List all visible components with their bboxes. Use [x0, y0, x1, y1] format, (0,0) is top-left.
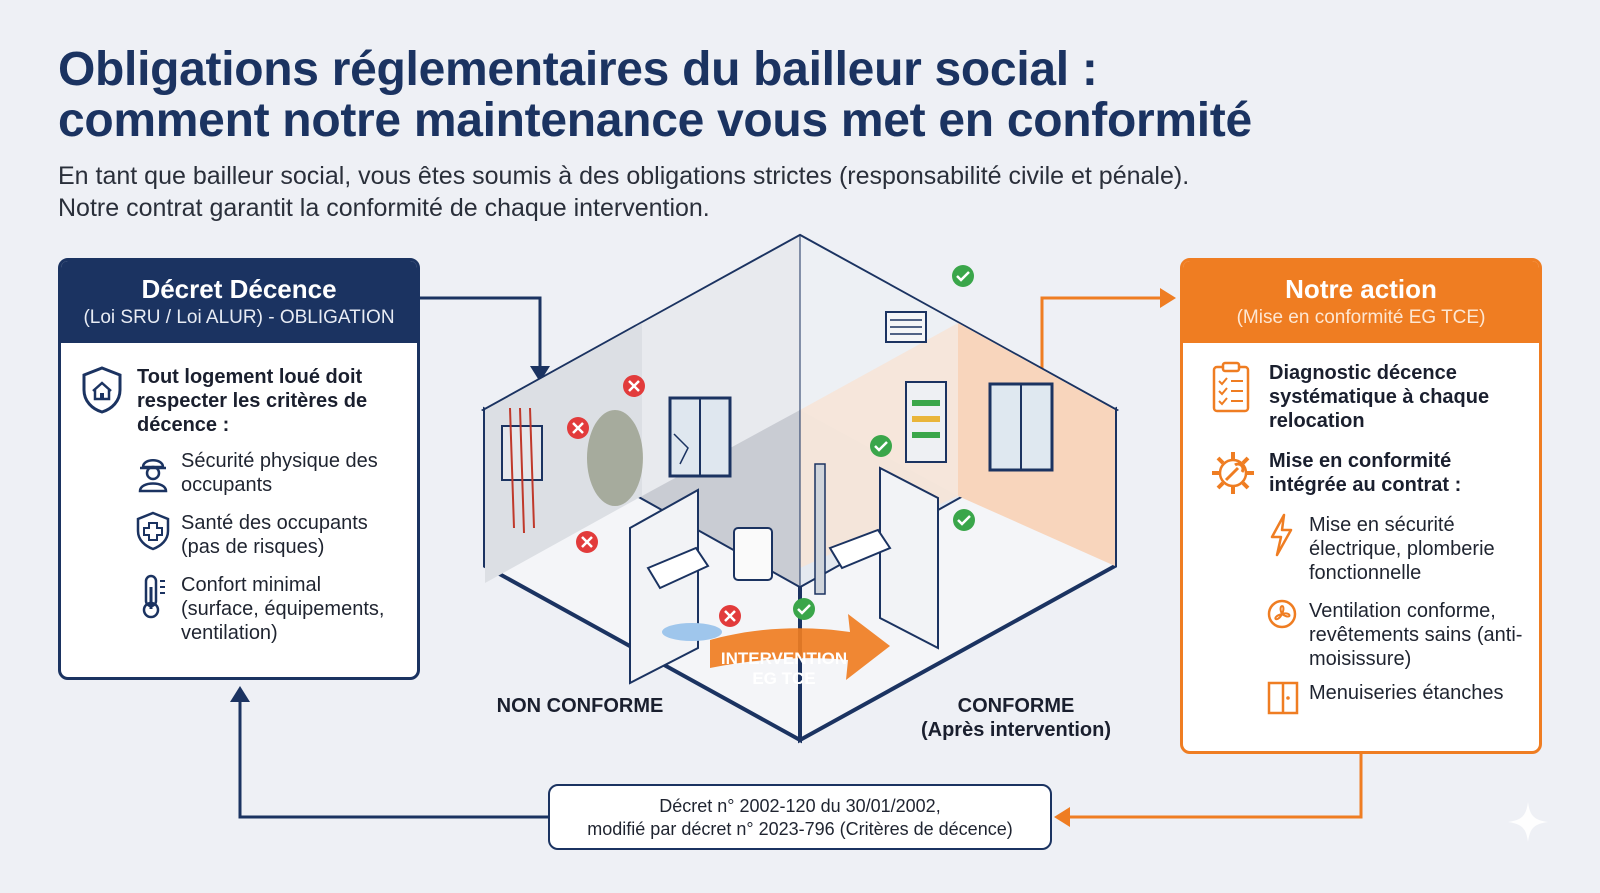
decree-panel-header: Décret Décence (Loi SRU / Loi ALUR) - OB… — [61, 261, 417, 343]
arrow-action-to-reference — [1066, 754, 1363, 819]
title-line-2: comment notre maintenance vous met en co… — [58, 94, 1252, 147]
fan-icon — [1267, 599, 1297, 633]
decree-item-text: Confort minimal (surface, équipements, v… — [181, 574, 385, 644]
conforme-sublabel-text: (Après intervention) — [920, 719, 1112, 741]
action-block: Mise en conformité intégrée au contrat : — [1209, 449, 1529, 499]
action-panel-heading: Notre action — [1285, 274, 1437, 304]
arrowhead-action-to-reference — [1054, 807, 1070, 827]
decree-item-text: Sécurité physique des occupants — [181, 450, 378, 496]
decree-intro-text: Tout logement loué doit respecter les cr… — [137, 366, 368, 436]
clipboard-checklist-icon — [1209, 361, 1255, 413]
intervention-arrow — [710, 614, 890, 680]
action-item-text: Menuiseries étanches — [1309, 682, 1504, 704]
title-line-1: Obligations réglementaires du bailleur s… — [58, 43, 1098, 96]
subtitle-line-2: Notre contrat garantit la conformité de … — [58, 194, 710, 222]
conforme-label-text: CONFORME — [957, 695, 1075, 717]
house-illustration: INTERVENTION EG TCE — [480, 233, 1120, 744]
lightning-icon — [1267, 513, 1297, 561]
decree-reference-line-2: modifié par décret n° 2023-796 (Critères… — [587, 819, 1013, 839]
sink-right — [828, 528, 892, 570]
action-item: Menuiseries étanches — [1267, 681, 1537, 717]
shield-house-icon — [79, 365, 127, 417]
arrow-decree-to-house — [420, 296, 542, 372]
action-block-text: Mise en conformité intégrée au contrat : — [1269, 450, 1462, 496]
water-heater — [733, 527, 773, 581]
action-panel-subheading: (Mise en conformité EG TCE) — [1236, 307, 1486, 328]
worker-helmet-icon — [135, 449, 173, 493]
intervention-label-1: INTERVENTION — [721, 649, 847, 668]
decree-item: Sécurité physique des occupants — [135, 449, 405, 497]
decree-panel-subheading: (Loi SRU / Loi ALUR) - OBLIGATION — [83, 307, 395, 328]
page-subtitle: En tant que bailleur social, vous êtes s… — [58, 160, 1498, 224]
intervention-label-2: EG TCE — [752, 669, 815, 688]
action-item-text: Mise en sécurité électrique, plomberie f… — [1309, 514, 1495, 584]
action-item: Mise en sécurité électrique, plomberie f… — [1267, 513, 1537, 585]
door-icon — [1267, 681, 1301, 717]
partition-wall-right — [879, 466, 939, 650]
action-block-text: Diagnostic décence systématique à chaque… — [1269, 362, 1490, 432]
mold-stain — [587, 410, 643, 506]
decree-reference-box: Décret n° 2002-120 du 30/01/2002, modifi… — [548, 784, 1052, 850]
arrowhead-reference-to-decree — [230, 686, 250, 702]
conforme-label: CONFORME (Après intervention) — [906, 694, 1126, 742]
non-conform-markers — [567, 375, 741, 627]
decree-intro: Tout logement loué doit respecter les cr… — [79, 365, 399, 437]
action-item: Ventilation conforme, revêtements sains … — [1267, 599, 1537, 671]
decree-panel: Décret Décence (Loi SRU / Loi ALUR) - OB… — [58, 258, 420, 680]
decree-item: Confort minimal (surface, équipements, v… — [135, 573, 415, 645]
sparkle-icon — [1508, 802, 1548, 842]
gear-wrench-icon — [1209, 449, 1255, 499]
health-cross-icon — [135, 511, 173, 555]
action-panel-header: Notre action (Mise en conformité EG TCE) — [1183, 261, 1539, 343]
drain-pipe — [814, 463, 826, 595]
arrow-house-to-action — [1040, 296, 1166, 372]
decree-item: Santé des occupants (pas de risques) — [135, 511, 405, 559]
page-title: Obligations réglementaires du bailleur s… — [58, 44, 1478, 146]
thermometer-icon — [135, 573, 173, 619]
decree-reference-line-1: Décret n° 2002-120 du 30/01/2002, — [659, 796, 941, 816]
non-conforme-label: NON CONFORME — [496, 695, 664, 717]
arrow-reference-to-decree — [238, 700, 548, 819]
decree-item-text: Santé des occupants (pas de risques) — [181, 512, 368, 558]
conform-markers — [793, 265, 975, 620]
subtitle-line-1: En tant que bailleur social, vous êtes s… — [58, 162, 1190, 190]
sink-left — [646, 546, 710, 590]
water-leak — [662, 623, 722, 641]
action-item-text: Ventilation conforme, revêtements sains … — [1309, 600, 1523, 670]
action-panel: Notre action (Mise en conformité EG TCE)… — [1180, 258, 1542, 754]
arrowhead-house-to-action — [1160, 288, 1176, 308]
action-block: Diagnostic décence systématique à chaque… — [1209, 361, 1529, 433]
decree-panel-heading: Décret Décence — [141, 274, 337, 304]
arrowhead-decree-to-house — [530, 366, 550, 382]
